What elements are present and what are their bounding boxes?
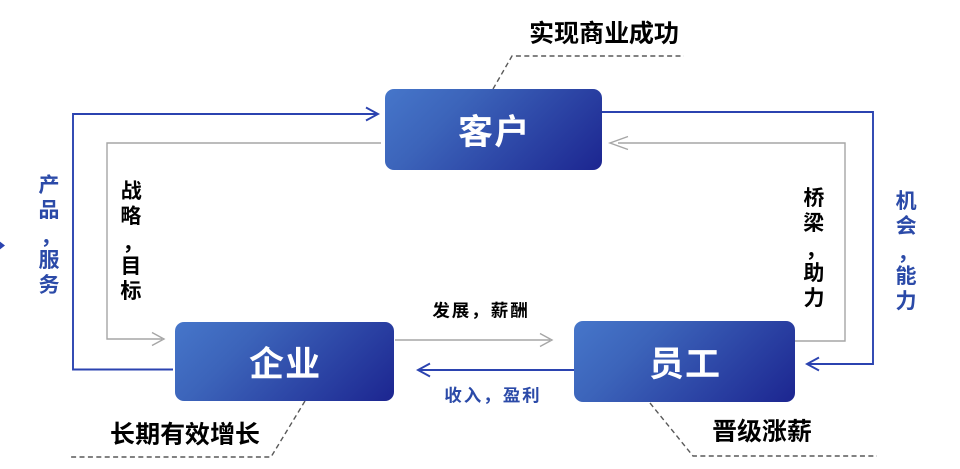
arrowhead-left-icon <box>805 356 820 372</box>
edge-customer-to-employee-line <box>602 111 874 372</box>
edge-enterprise-to-customer-line <box>72 106 380 371</box>
edge-employee-to-customer-label: 桥梁，助力 <box>803 182 827 312</box>
callout-employee-leader-line <box>649 402 877 457</box>
edge-customer-to-enterprise-line <box>106 142 381 347</box>
edge-clipped-arrowhead-icon <box>0 241 5 250</box>
node-enterprise-label: 企业 <box>248 336 321 387</box>
node-customer-label: 客户 <box>457 104 530 155</box>
edge-enterprise-to-employee-label: 发展，薪酬 <box>432 297 530 323</box>
callout-customer-label: 实现商业成功 <box>528 14 680 50</box>
node-customer: 客户 <box>385 89 602 170</box>
arrowhead-right-icon <box>151 331 166 347</box>
arrowhead-left-icon <box>607 135 629 151</box>
edge-employee-to-enterprise-line <box>416 362 574 378</box>
node-employee: 员工 <box>574 321 795 402</box>
edge-enterprise-to-customer-label: 产品，服务 <box>38 169 62 299</box>
arrowhead-left-icon <box>416 362 431 378</box>
arrowhead-right-icon <box>365 106 380 122</box>
arrowhead-right-icon <box>539 332 554 348</box>
callout-customer-leader-line <box>492 55 684 90</box>
edge-customer-to-employee-label: 机会，能力 <box>895 185 919 315</box>
callout-employee-label: 晋级涨薪 <box>711 412 813 448</box>
edge-employee-to-customer-line <box>607 135 846 342</box>
edge-customer-to-enterprise-label: 战略，目标 <box>120 175 144 305</box>
callout-enterprise-label: 长期有效增长 <box>109 415 261 451</box>
edge-employee-to-enterprise-label: 收入，盈利 <box>444 382 542 408</box>
node-employee-label: 员工 <box>648 336 721 387</box>
edge-enterprise-to-employee-line <box>395 332 554 348</box>
node-enterprise: 企业 <box>175 322 394 401</box>
